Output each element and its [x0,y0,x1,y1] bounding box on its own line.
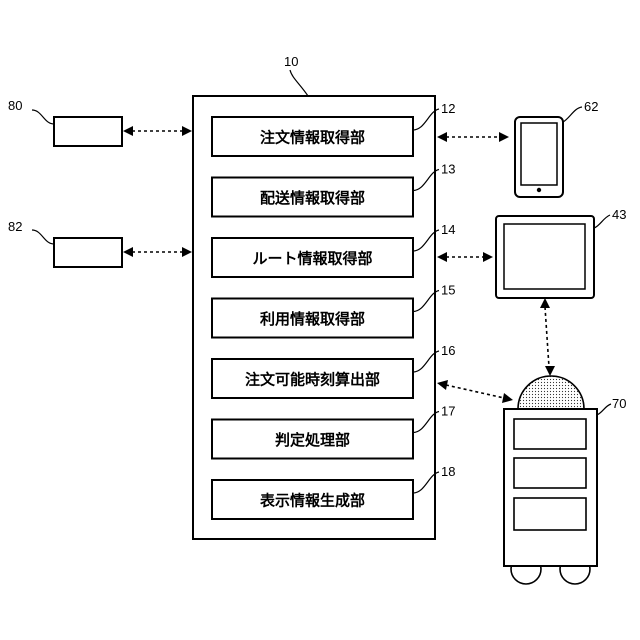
robot-ref: 70 [612,396,626,411]
module-label-16: 注文可能時刻算出部 [245,371,380,389]
module-ref-15: 15 [441,283,455,298]
module-ref-12: 12 [441,101,455,116]
external-device-80-box [54,117,122,146]
monitor-screen [504,224,585,289]
external-device-82-link-arrow-right [182,247,192,257]
monitor-link-arrow-left [437,252,447,262]
module-ref-16: 16 [441,343,455,358]
smartphone-leader [563,107,582,122]
module-ref-17: 17 [441,404,455,419]
module-ref-18: 18 [441,464,455,479]
monitor-robot-link [545,307,549,367]
smartphone-link-arrow-right [499,132,509,142]
module-ref-13: 13 [441,162,455,177]
external-device-80-link-arrow-right [182,126,192,136]
robot-compartment-1 [514,419,586,449]
module-ref-14: 14 [441,222,455,237]
smartphone-ref: 62 [584,99,598,114]
external-device-82-link-arrow-left [123,247,133,257]
module-label-12: 注文情報取得部 [260,129,365,147]
external-device-82-leader [32,230,54,244]
external-device-80-leader [32,110,54,124]
module-label-14: ルート情報取得部 [252,250,372,268]
monitor-link-arrow-right [483,252,493,262]
module-label-18: 表示情報生成部 [260,492,365,510]
module-label-15: 利用情報取得部 [260,310,365,328]
module-label-13: 配送情報取得部 [260,189,365,207]
robot-link-arrow-right [502,393,513,403]
robot-compartment-3 [514,498,586,530]
monitor-leader [594,215,610,228]
smartphone-link-arrow-left [437,132,447,142]
robot-link-arrow-left [437,380,448,390]
robot-compartment-2 [514,458,586,488]
module-label-17: 判定処理部 [275,431,350,449]
main-device-ref: 10 [284,54,298,69]
external-device-82-ref: 82 [8,219,22,234]
external-device-80-ref: 80 [8,98,22,113]
monitor-ref: 43 [612,207,626,222]
external-device-82-box [54,238,122,267]
robot-dome [518,376,584,409]
monitor-robot-link-arrow-up [540,298,550,308]
robot-link [446,385,504,398]
external-device-80-link-arrow-left [123,126,133,136]
monitor-robot-link-arrow-down [545,366,555,376]
smartphone-screen [521,123,557,185]
robot-leader [597,404,611,415]
main-device-leader [290,70,308,96]
smartphone-home-button [537,188,541,192]
